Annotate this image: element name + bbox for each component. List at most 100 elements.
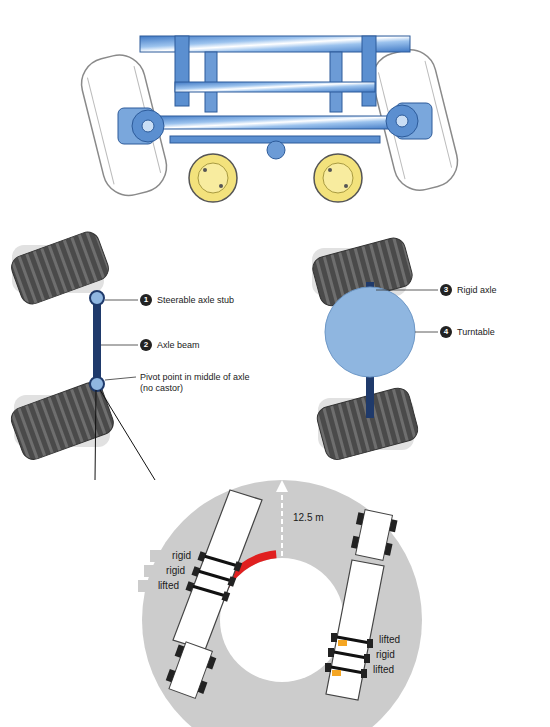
left-vehicle [192,586,226,596]
axle-state: lifted [372,664,395,676]
steerable-axle-schematic [140,294,152,306]
right-hub [386,105,418,137]
top-axle [267,141,285,159]
left-vehicle [192,556,238,596]
right-vehicle [325,663,331,672]
top-axle [175,36,189,106]
air-spring [328,168,332,172]
steerable-axle-schematic [8,229,155,480]
left-vehicle [173,490,262,650]
left-vehicle [227,576,236,587]
steerable-axle-schematic [90,291,104,305]
steerable-axle-schematic [8,229,112,307]
turntable-schematic [310,235,452,462]
part-name: Turntable [457,327,495,338]
steerable-axle-schematic [100,390,155,480]
steerable-axle-schematic [8,229,112,307]
right-vehicle [361,669,367,678]
right-vehicle [328,648,334,657]
left-vehicle [221,591,230,602]
top-axle [76,36,463,202]
steerable-axle-schematic [105,377,136,380]
air-spring [314,154,362,202]
left-vehicle [185,551,242,602]
right-vehicle [331,633,337,642]
steerable-axle-schematic [101,345,138,346]
right-vehicle [332,670,341,676]
right-vehicle [351,536,359,549]
right-vehicle [325,633,373,678]
left-vehicle [198,571,232,581]
right-hub [386,103,432,139]
left-wheel [76,50,172,201]
steerable-axle-schematic [90,377,104,391]
steerable-axle-schematic [95,390,96,480]
right-vehicle [384,543,392,556]
right-vehicle [389,519,397,532]
right-vehicle [356,510,393,561]
callout-number: 2 [140,339,152,351]
air-spring [219,184,223,188]
left-vehicle [191,566,200,577]
air-spring [189,154,237,202]
left-vehicle [163,490,262,700]
right-vehicle [338,640,347,646]
steerable-axle-schematic [140,339,152,351]
left-vehicle [197,551,206,562]
turntable-schematic [325,287,415,377]
left-vehicle [204,556,238,566]
left-wheel [76,50,172,201]
turning-circle [142,480,422,727]
steerable-axle-schematic [8,379,117,463]
callout-number: 1 [140,294,152,306]
steerable-axle-schematic [105,300,138,301]
turntable-schematic [376,290,438,291]
right-hub [396,115,408,127]
axle-state: rigid [150,550,192,562]
callout-number: 4 [440,326,452,338]
air-spring [314,154,362,202]
turntable-schematic [440,326,452,338]
turning-circle [142,480,422,727]
air-spring [189,154,237,202]
air-spring [344,184,348,188]
top-axle [145,116,405,129]
turning-circle [281,486,283,556]
part-name: Rigid axle [457,285,497,296]
left-vehicle [207,656,217,669]
top-axle [362,36,376,106]
right-vehicle [325,508,398,700]
turntable-schematic [415,332,438,333]
callout-number: 3 [440,284,452,296]
top-axle [175,82,375,92]
turntable-schematic [440,284,452,296]
air-spring [198,163,228,193]
left-vehicle [166,669,176,682]
part-name: Steerable axle stub [157,295,234,306]
right-vehicle [331,637,370,673]
left-vehicle [233,561,242,572]
left-vehicle [198,681,208,694]
air-spring [323,163,353,193]
right-vehicle [334,652,367,658]
axle-state: lifted [138,580,180,592]
left-vehicle [175,644,185,657]
left-hub [132,110,164,142]
right-vehicle [350,508,399,561]
right-vehicle [364,654,370,663]
air-spring [203,168,207,172]
right-vehicle [356,512,364,525]
right-vehicle [326,560,384,700]
left-wheel [87,78,114,185]
part-name: Pivot point in middle of axle (no castor… [140,372,262,394]
left-vehicle [169,642,212,699]
steerable-axle-schematic [93,298,101,384]
axle-state: lifted [378,634,401,646]
steerable-axle-schematic [8,379,117,463]
axle-state: rigid [144,565,186,577]
left-vehicle [185,581,194,592]
right-vehicle [367,639,373,648]
dimension-label: 12.5 m [292,512,325,524]
